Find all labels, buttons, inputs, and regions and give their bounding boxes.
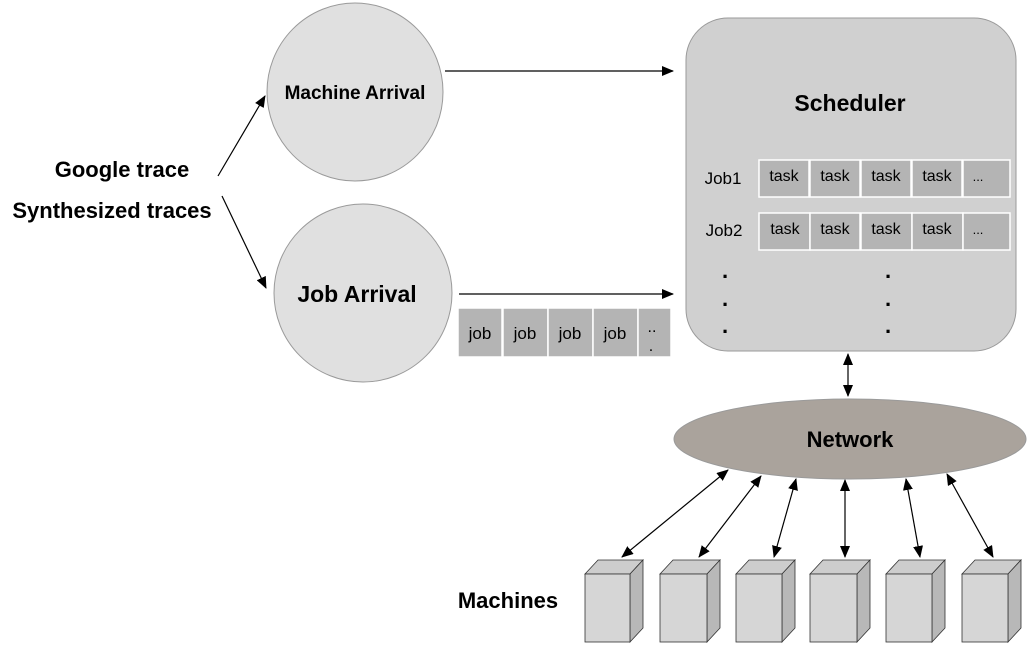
- task-cell: task: [770, 221, 800, 238]
- network-label: Network: [807, 427, 895, 452]
- task-cell: task: [769, 168, 799, 185]
- job-arrival-circle: [273, 203, 453, 383]
- arrow-to-job-arrival: [221, 195, 267, 289]
- job-more-dots: ..: [648, 319, 657, 336]
- task-cell: task: [820, 168, 850, 185]
- arrow-to-machine-arrival: [217, 95, 266, 177]
- job-more-dot: .: [649, 338, 653, 355]
- vertical-dot: .: [722, 313, 728, 338]
- arrow-network-machine: [698, 475, 762, 558]
- job-cell-label: job: [558, 324, 582, 343]
- vertical-dot: .: [885, 286, 891, 311]
- job-arrival-node: Job Arrival: [273, 203, 453, 383]
- task-cell: task: [820, 221, 850, 238]
- job-cell-more: .. .: [637, 307, 672, 358]
- job-cell-label: job: [603, 324, 627, 343]
- job-cell: job: [457, 307, 503, 358]
- synthesized-traces-label: Synthesized traces: [12, 198, 211, 223]
- task-cell: task: [922, 168, 952, 185]
- vertical-dot: .: [722, 258, 728, 283]
- job-arrival-label: Job Arrival: [297, 281, 416, 307]
- server-icon: [584, 558, 644, 644]
- task-cell: task: [871, 221, 901, 238]
- machine-arrival-label: Machine Arrival: [285, 83, 426, 104]
- machine-links: [621, 469, 994, 558]
- server-icon: [885, 558, 946, 644]
- vertical-dot: .: [722, 286, 728, 311]
- network-ellipse: [673, 398, 1027, 480]
- server-icon: [961, 558, 1022, 644]
- job-cell: job: [592, 307, 639, 358]
- task-cell: task: [871, 168, 901, 185]
- job1-label: Job1: [705, 169, 742, 188]
- vertical-dot: .: [885, 313, 891, 338]
- scheduler-row-job2: Job2 task task task task ...: [706, 212, 1011, 251]
- machine-arrival-circle: [266, 2, 444, 182]
- job-cell: job: [547, 307, 594, 358]
- job-cell: job: [502, 307, 549, 358]
- machines-group: [584, 558, 1022, 644]
- server-icon: [659, 558, 721, 644]
- scheduler-title: Scheduler: [794, 90, 905, 116]
- machine-arrival-node: Machine Arrival: [266, 2, 444, 182]
- scheduler-row-job1: Job1 task task task task ...: [705, 159, 1011, 198]
- vertical-dot: .: [885, 258, 891, 283]
- job2-label: Job2: [706, 221, 743, 240]
- task-more: ...: [973, 222, 984, 237]
- scheduler-vertical-dots: . . . . . .: [722, 258, 891, 338]
- server-icon: [735, 558, 796, 644]
- google-trace-label: Google trace: [55, 157, 189, 182]
- arrow-network-machine: [946, 473, 994, 558]
- server-icon: [809, 558, 871, 644]
- arrow-network-machine: [903, 478, 923, 558]
- arrow-network-machine: [621, 469, 729, 558]
- job-cell-label: job: [513, 324, 537, 343]
- arrow-network-machine: [772, 478, 798, 558]
- network-node: Network: [673, 398, 1027, 480]
- job-cell-label: job: [468, 324, 492, 343]
- task-more: ...: [973, 169, 984, 184]
- task-cell: task: [922, 221, 952, 238]
- scheduler-box: Scheduler Job1 task task task task ... J…: [685, 17, 1017, 352]
- machines-label: Machines: [458, 588, 558, 613]
- job-queue: job job job job .. .: [457, 307, 672, 358]
